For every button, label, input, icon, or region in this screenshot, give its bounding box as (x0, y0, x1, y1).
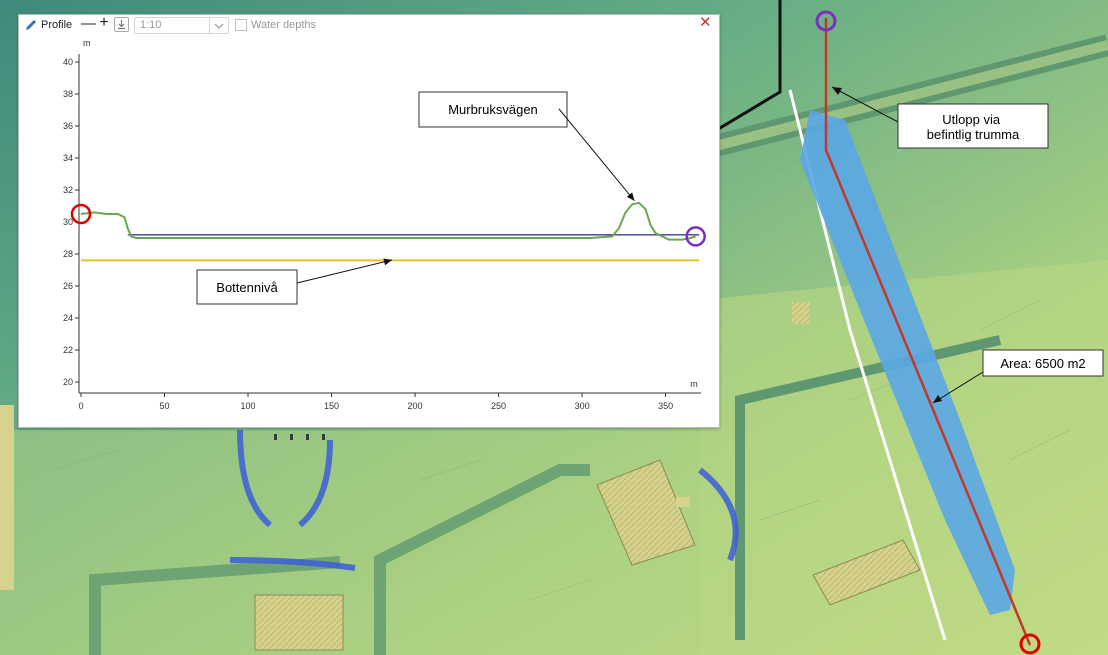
x-tick-label: 100 (241, 401, 256, 411)
boundary-line (699, 0, 782, 142)
profile-start-marker[interactable] (70, 203, 92, 225)
bottenniva-callout-box (196, 269, 298, 305)
outlet-callout-arrow (831, 86, 899, 123)
minus-icon[interactable]: — (81, 15, 96, 32)
download-icon[interactable] (114, 17, 129, 32)
y-tick-label: 40 (63, 57, 73, 67)
y-axis-unit-label: m (83, 38, 91, 48)
y-tick-label: 38 (63, 89, 73, 99)
murbruksvagen-callout-arrowhead (626, 192, 635, 201)
area-callout-arrow (932, 371, 984, 404)
y-tick-label: 24 (63, 313, 73, 323)
water-depths-checkbox[interactable] (235, 19, 247, 31)
bottenniva-callout-arrow (296, 259, 393, 284)
x-tick-label: 300 (575, 401, 590, 411)
building (812, 539, 921, 606)
x-tick-label: 150 (324, 401, 339, 411)
x-tick-label: 250 (491, 401, 506, 411)
area-callout-label: Area: 6500 m2 (1000, 356, 1085, 371)
y-tick-label: 28 (63, 249, 73, 259)
y-tick-label: 30 (63, 217, 73, 227)
x-axis-unit-label: m (690, 379, 698, 389)
profile-toolbar: Profile — + 1:10 Water depths ✕ (19, 15, 719, 35)
terrain-profile-line (80, 201, 696, 241)
murbruksvagen-callout-box (418, 91, 568, 128)
route-line (824, 18, 1032, 646)
profile-window[interactable]: 20 22 24 26 28 30 32 34 36 38 40 0 50 100 150 200 250 300… (18, 14, 720, 428)
outlet-callout-box (897, 103, 1049, 149)
profile-chart: 20 22 24 26 28 30 32 34 36 38 40 0 50 100 150 200 250 300… (63, 38, 706, 411)
x-tick-label: 0 (78, 401, 83, 411)
x-tick-label: 200 (408, 401, 423, 411)
route-start-marker[interactable] (1019, 633, 1041, 655)
plus-icon[interactable]: + (99, 14, 109, 31)
x-tick-label: 350 (658, 401, 673, 411)
scale-value: 1:10 (140, 19, 162, 31)
building (676, 497, 690, 507)
bottenniva-callout-label: Bottennivå (216, 280, 278, 295)
y-tick-label: 22 (63, 345, 73, 355)
y-tick-label: 20 (63, 377, 73, 387)
building (0, 405, 14, 590)
small-structures (274, 434, 325, 440)
y-tick-label: 36 (63, 121, 73, 131)
outlet-callout-arrowhead (832, 87, 842, 95)
building (596, 459, 696, 566)
scale-select[interactable]: 1:10 (134, 17, 229, 34)
y-tick-label: 32 (63, 185, 73, 195)
area-callout-arrowhead (933, 395, 942, 403)
terrain-lowland (0, 430, 700, 655)
water-area (800, 110, 1015, 615)
murbruksvagen-callout-label: Murbruksvägen (448, 102, 538, 117)
building (254, 594, 344, 651)
y-tick-label: 34 (63, 153, 73, 163)
terrain-texture (49, 159, 1071, 601)
area-callout-box (982, 349, 1104, 377)
bottenniva-callout-arrowhead (383, 258, 392, 266)
profile-end-marker[interactable] (685, 226, 706, 247)
x-tick-label: 50 (160, 401, 170, 411)
outlet-callout-label: Utlopp via befintlig trumma (927, 112, 1020, 142)
route-end-marker[interactable] (815, 10, 837, 32)
profile-title: Profile (41, 19, 73, 31)
chevron-down-icon (209, 18, 228, 33)
road-surface (698, 40, 1108, 155)
y-tick-label: 26 (63, 281, 73, 291)
ditch-water (229, 429, 739, 571)
pencil-icon (25, 18, 38, 36)
water-depths-label: Water depths (251, 19, 317, 31)
close-icon[interactable]: ✕ (699, 14, 712, 31)
building (792, 302, 810, 324)
murbruksvagen-callout-arrow (558, 108, 635, 202)
path (89, 464, 590, 655)
